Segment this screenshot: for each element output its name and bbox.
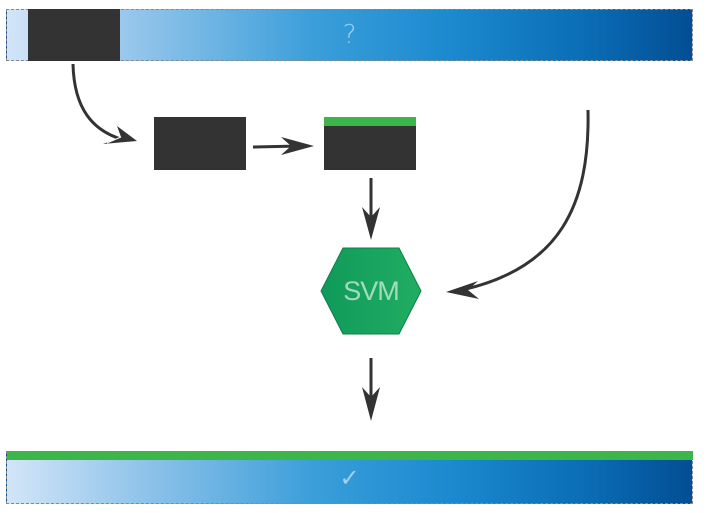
feature-selection-green-strip xyxy=(324,117,416,126)
curved-arrow-input-to-box1 xyxy=(71,63,137,144)
input-band: ? xyxy=(6,9,693,61)
arrow-box1-to-box2 xyxy=(252,137,314,155)
question-mark-glyph: ? xyxy=(342,20,357,50)
svm-hexagon xyxy=(320,247,422,335)
arrow-box2-to-svm xyxy=(362,178,380,240)
check-mark-glyph: ✓ xyxy=(339,463,360,492)
input-sample-box xyxy=(28,9,120,61)
feature-extraction-box xyxy=(154,117,246,170)
svm-label: SVM xyxy=(343,275,400,306)
arrow-svm-to-output xyxy=(362,358,380,421)
curved-arrow-top-to-svm xyxy=(446,109,590,299)
output-band-green-strip xyxy=(7,451,693,460)
